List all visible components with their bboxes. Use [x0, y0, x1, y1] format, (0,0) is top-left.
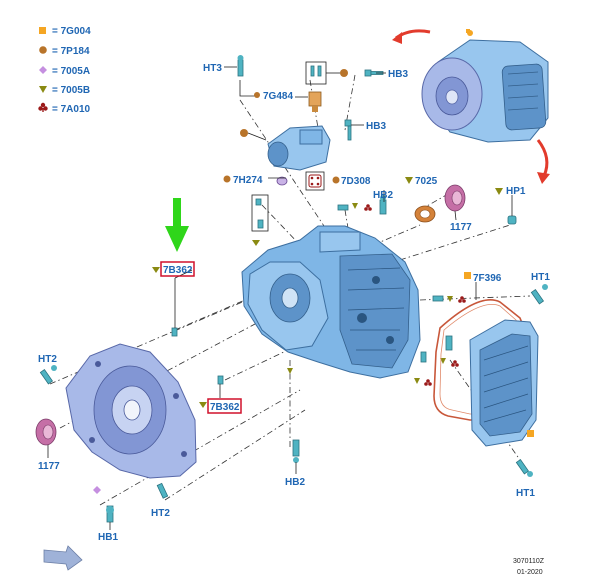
label-7025: 7025: [415, 176, 438, 187]
legend-club-icon: [38, 102, 48, 112]
hb1-bolt-head: [106, 506, 114, 514]
assembled-transmission-inset: [421, 29, 549, 143]
label-1177-left: 1177: [38, 461, 60, 472]
legend-triangle-icon: [39, 86, 47, 93]
legend: = 7G004 = 7P184 = 7005A = 7005B = 7A010: [38, 26, 91, 115]
hp1-plug: [495, 188, 517, 225]
label-7b362-top: 7B362: [163, 265, 193, 276]
dowel-7b362-top: [171, 327, 178, 337]
legend-square-icon: [39, 27, 46, 34]
label-hb2-top: HB2: [373, 190, 393, 201]
ht2-left-bolt: [39, 368, 54, 385]
label-ht1-top: HT1: [531, 272, 550, 283]
ht2-bottom-bolt: [156, 482, 169, 499]
figure-date: 01-2020: [517, 569, 543, 576]
label-ht2-bottom: HT2: [151, 508, 170, 519]
ht2-left-bolt-head: [51, 365, 57, 371]
label-1177-right: 1177: [450, 222, 472, 233]
green-down-arrow: [165, 198, 189, 252]
label-hb2-bottom: HB2: [285, 477, 305, 488]
legend-label-7g004: = 7G004: [52, 26, 91, 37]
legend-label-7a010: = 7A010: [52, 104, 91, 115]
oil-pan-assembly: [433, 272, 539, 447]
label-7d308: 7D308: [341, 176, 371, 187]
orientation-arrow: [43, 545, 83, 571]
legend-diamond-icon: [39, 66, 47, 74]
hb2-top-hardware: [337, 195, 387, 215]
legend-label-7p184: = 7P184: [52, 46, 90, 57]
part-labels: HT3 HB3 7G484 HB3 7H274 7D308 HB2 7025 1…: [38, 63, 550, 543]
red-curved-arrow-right: [536, 139, 549, 177]
label-hp1: HP1: [506, 186, 526, 197]
highlight-box-7b362-top: [160, 261, 195, 277]
label-ht1-bottom: HT1: [516, 488, 535, 499]
hb2-bottom-bolt: [292, 439, 300, 457]
legend-label-7005a: = 7005A: [52, 66, 90, 77]
figure-code: 3070110Z: [513, 558, 545, 565]
transmission-case: [241, 225, 421, 379]
ht1-bolts: [515, 284, 548, 477]
label-7g484: 7G484: [263, 91, 293, 102]
label-7h274: 7H274: [233, 175, 263, 186]
leader-lines: [47, 66, 477, 530]
label-hb1: HB1: [98, 532, 118, 543]
bell-housing: [65, 343, 197, 494]
label-hb3-mid: HB3: [366, 121, 386, 132]
red-arrowhead-right: [537, 172, 550, 184]
label-7b362-bottom: 7B362: [210, 402, 240, 413]
seal-1177-left-inner: [42, 424, 54, 440]
hb2-bottom-bolt-head: [293, 457, 299, 463]
highlight-box-7b362-bottom: [207, 398, 242, 414]
label-hb3-top: HB3: [388, 69, 408, 80]
legend-label-7005b: = 7005B: [52, 85, 90, 96]
label-7f396: 7F396: [473, 273, 502, 284]
red-arrowhead-top: [392, 32, 402, 44]
case-side-hardware: [287, 295, 466, 386]
dowel-7b362-bottom: [217, 375, 224, 385]
label-ht2-left: HT2: [38, 354, 57, 365]
seal-7025-group: [405, 177, 466, 223]
label-ht3: HT3: [203, 63, 222, 74]
top-hardware-group: [223, 55, 384, 246]
legend-circle-icon: [39, 46, 47, 54]
